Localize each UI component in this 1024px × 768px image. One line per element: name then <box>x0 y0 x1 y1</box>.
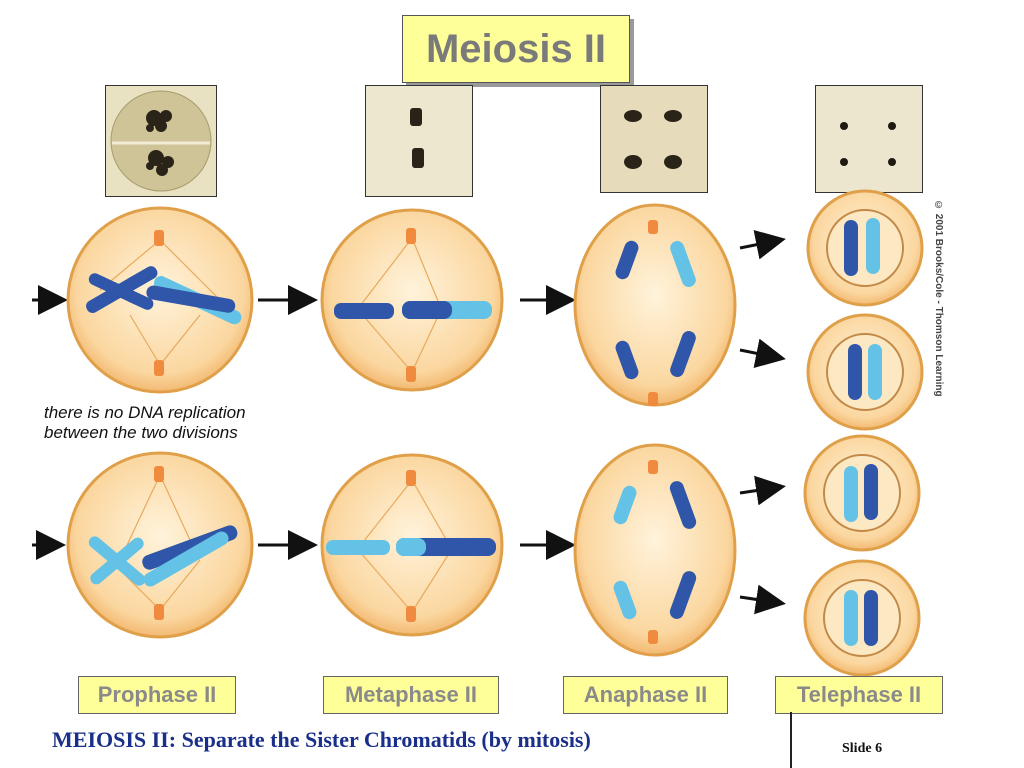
replication-note-line-2: between the two divisions <box>44 423 238 442</box>
stage-label-anaphase-ii: Anaphase II <box>563 676 728 714</box>
stage-label-telephase-ii: Telephase II <box>775 676 943 714</box>
telophase-ii-cell-3 <box>803 434 921 552</box>
telophase-ii-cell-4 <box>803 559 921 677</box>
telophase-ii-micrograph <box>815 85 923 193</box>
replication-note-line-1: there is no DNA replication <box>44 403 246 422</box>
anaphase-ii-cell-bottom <box>573 443 737 657</box>
prophase-ii-micrograph <box>105 85 217 197</box>
arrow-group <box>32 229 786 615</box>
anaphase-ii-micrograph <box>600 85 708 193</box>
stage-label-metaphase-ii: Metaphase II <box>323 676 499 714</box>
telophase-ii-cell-1 <box>806 189 924 307</box>
footer-divider <box>790 712 792 768</box>
replication-note: there is no DNA replication between the … <box>44 403 344 443</box>
slide-caption: MEIOSIS II: Separate the Sister Chromati… <box>52 727 591 752</box>
slide-number: Slide 6 <box>842 741 883 756</box>
metaphase-ii-micrograph <box>365 85 473 197</box>
copyright-text: © 2001 Brooks/Cole - Thomson Learning <box>933 200 944 397</box>
prophase-ii-cell-bottom <box>66 451 254 639</box>
stage-label-prophase-ii: Prophase II <box>78 676 236 714</box>
telophase-ii-cell-2 <box>806 313 924 431</box>
anaphase-ii-cell-top <box>573 203 737 407</box>
metaphase-ii-cell-bottom <box>320 453 504 637</box>
prophase-ii-cell-top <box>66 206 254 394</box>
page-title: Meiosis II <box>402 15 630 83</box>
metaphase-ii-cell-top <box>320 208 504 392</box>
